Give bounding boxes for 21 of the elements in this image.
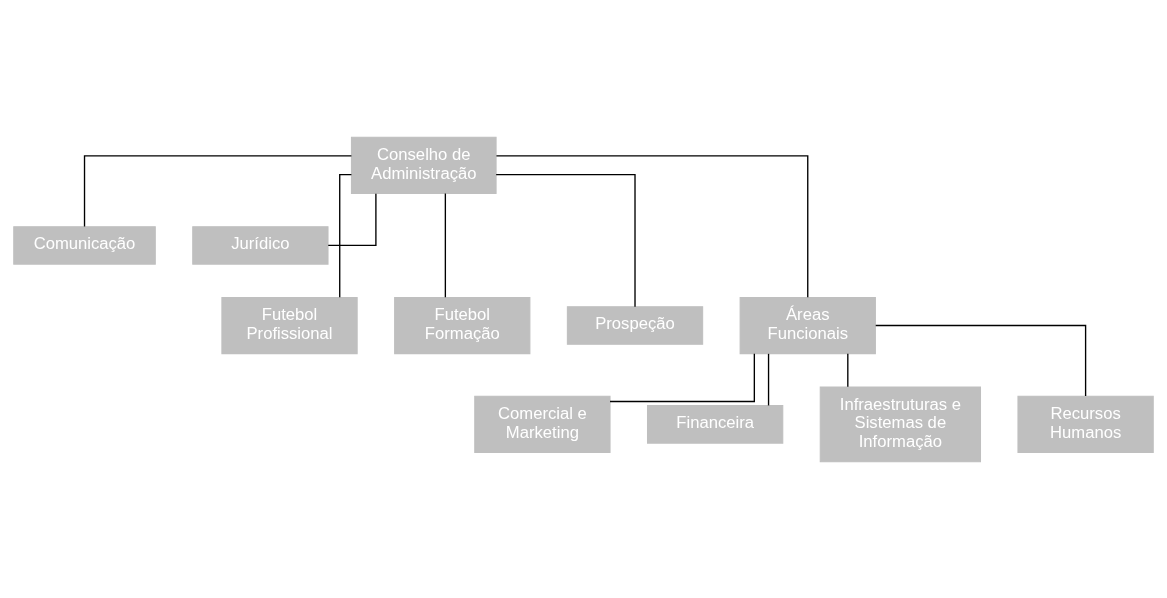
connector xyxy=(327,192,377,246)
connector xyxy=(847,352,849,387)
node-box: Comercial e Marketing xyxy=(474,395,611,453)
node-box: Futebol Profissional xyxy=(221,296,358,354)
node-box: Conselho de Administração xyxy=(350,136,497,194)
connector xyxy=(495,154,809,298)
node-box: Futebol Formação xyxy=(394,296,531,354)
connector xyxy=(767,352,770,406)
node-box: Recursos Humanos xyxy=(1017,395,1154,453)
node-box: Comunicação xyxy=(13,225,156,265)
connector xyxy=(444,192,447,298)
connector xyxy=(83,154,353,227)
node-box: Jurídico xyxy=(192,225,329,265)
node-box: Prospeção xyxy=(566,305,704,345)
node-box: Financeira xyxy=(647,404,784,444)
node-box: Áreas Funcionais xyxy=(739,296,876,354)
connector xyxy=(875,324,1087,397)
connector xyxy=(339,173,353,298)
node-box: Infraestruturas e Sistemas de Informação xyxy=(819,385,981,462)
connector xyxy=(609,352,755,402)
connector xyxy=(495,173,636,307)
